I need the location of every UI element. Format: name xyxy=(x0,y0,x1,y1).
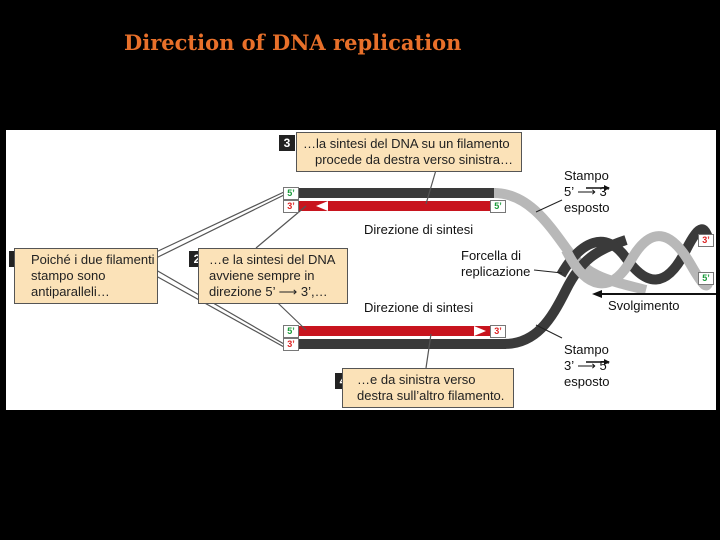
arrow-box1-bottom xyxy=(155,269,285,345)
callout-1-line: antiparalleli… xyxy=(31,284,110,299)
top-new-strand xyxy=(296,201,496,211)
stampo-bottom-line: 3’ ⟶ 5’ xyxy=(564,358,610,373)
helix-light xyxy=(561,231,715,291)
helix-dark xyxy=(556,224,715,285)
pointer-stampo-top xyxy=(535,199,563,213)
bottom-template-curve xyxy=(503,235,628,349)
callout-3-line: …la sintesi del DNA su un filamento xyxy=(303,136,510,151)
pointer-forcella xyxy=(533,269,563,274)
tag-top-left-3: 3’ xyxy=(283,200,299,213)
callout-2-line: direzione 5’ ⟶ 3’,… xyxy=(209,284,328,299)
stampo-bottom-line: esposto xyxy=(564,374,610,389)
callout-2-line: …e la sintesi del DNA xyxy=(209,252,336,267)
callout-4-line: …e da sinistra verso xyxy=(357,372,476,387)
forcella-line: replicazione xyxy=(461,264,531,279)
stampo-top-line: esposto xyxy=(564,200,610,215)
tag-top-left-5: 5’ xyxy=(283,187,299,200)
tag-far-right-3: 3’ xyxy=(698,234,714,247)
callout-4-line: destra sull’altro filamento. xyxy=(357,388,505,403)
forcella-line: Forcella di xyxy=(461,248,521,263)
callout-3-line: procede da destra verso sinistra… xyxy=(315,152,513,167)
svolgimento-label: Svolgimento xyxy=(608,298,680,313)
stampo-bottom-label: Stampo 3’ ⟶ 5’ esposto xyxy=(564,342,610,390)
tag-bottom-right-3: 3’ xyxy=(490,325,506,338)
callout-2-line: avviene sempre in xyxy=(209,268,315,283)
stampo-top-label: Stampo 5’ ⟶ 3’ esposto xyxy=(564,168,610,216)
callout-1-line: stampo sono xyxy=(31,268,106,283)
step-number-3: 3 xyxy=(279,135,295,151)
tag-bottom-left-5: 5’ xyxy=(283,325,299,338)
arrow-right-synthesis xyxy=(474,326,486,336)
pointer-stampo-bottom xyxy=(535,324,563,339)
direzione-sintesi-top: Direzione di sintesi xyxy=(364,222,474,237)
replication-diagram xyxy=(155,169,716,369)
callout-box-1: Poiché i due filamenti stampo sono antip… xyxy=(14,248,158,304)
arrow-left-synthesis xyxy=(316,201,328,211)
callout-1-line: Poiché i due filamenti xyxy=(31,252,155,267)
callout-box-2: …e la sintesi del DNA avviene sempre in … xyxy=(198,248,348,304)
stampo-top-line: Stampo xyxy=(564,168,609,183)
slide-title: Direction of DNA replication xyxy=(124,30,462,55)
bottom-new-strand xyxy=(296,326,506,336)
forcella-label: Forcella di replicazione xyxy=(461,248,530,280)
direzione-sintesi-bottom: Direzione di sintesi xyxy=(364,300,474,315)
arrow-box2-top xyxy=(255,205,307,249)
callout-box-4: …e da sinistra verso destra sull’altro f… xyxy=(342,368,514,408)
stampo-top-line: 5’ ⟶ 3’ xyxy=(564,184,610,199)
arrow-box3 xyxy=(425,169,437,205)
stampo-bottom-line: Stampo xyxy=(564,342,609,357)
bottom-template-strand xyxy=(296,339,506,349)
arrow-box1-top xyxy=(155,191,285,253)
replication-fork-figure: 1 Poiché i due filamenti stampo sono ant… xyxy=(6,130,716,410)
callout-box-3: …la sintesi del DNA su un filamento proc… xyxy=(296,132,522,172)
tag-top-right-5: 5’ xyxy=(490,200,506,213)
top-template-strand xyxy=(296,188,496,198)
tag-far-right-5: 5’ xyxy=(698,272,714,285)
tag-bottom-left-3: 3’ xyxy=(283,338,299,351)
arrow-box4 xyxy=(425,333,432,369)
